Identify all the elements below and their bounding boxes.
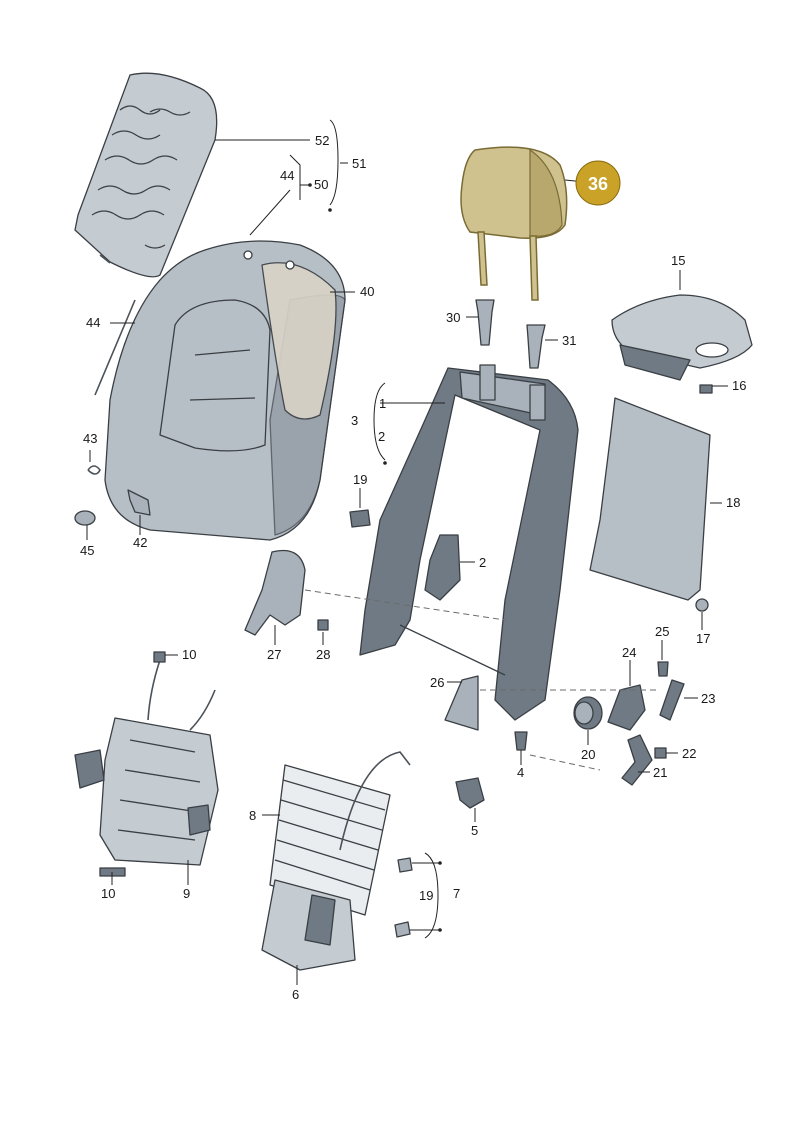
handle-23-part [659,679,685,721]
trim-panel-15-part [611,294,753,381]
callout-31: 31 [562,333,576,348]
clip-43-part [87,465,101,475]
callout-44-left: 44 [86,315,100,330]
callout-40: 40 [360,284,374,299]
callout-labels: 52 51 44 50 40 44 43 45 42 30 31 15 16 1… [80,133,746,1002]
back-panel-18-part [589,397,711,601]
callout-10-top: 10 [182,647,196,662]
callout-2-frame: 2 [378,429,385,444]
assembly-line-1 [304,589,506,621]
callout-21: 21 [653,765,667,780]
callout-45: 45 [80,543,94,558]
leader-dots [308,183,442,932]
callout-28: 28 [316,647,330,662]
callout-26: 26 [430,675,444,690]
callout-3: 3 [351,413,358,428]
callout-15: 15 [671,253,685,268]
knob-20-part [573,696,603,730]
callout-23: 23 [701,691,715,706]
callout-5: 5 [471,823,478,838]
screw-10a-part [153,651,166,663]
lever-21-part [621,734,653,786]
callout-18: 18 [726,495,740,510]
lumbar-plate-6-part [261,879,356,971]
callout-16: 16 [732,378,746,393]
badge-label: 36 [588,174,608,194]
callout-7: 7 [453,886,460,901]
foam-pad-part [74,72,218,278]
callout-4: 4 [517,765,524,780]
callout-17: 17 [696,631,710,646]
clip-5-part [455,777,485,809]
callout-badge: 36 [564,160,621,206]
callout-27: 27 [267,647,281,662]
badge-circle [575,160,621,206]
lumbar-mat-8-part [269,751,411,916]
callout-43: 43 [83,431,97,446]
callout-2-recliner: 2 [479,555,486,570]
callout-10-bottom: 10 [101,886,115,901]
callout-25: 25 [655,624,669,639]
bracket-42-part [127,489,151,516]
screw-16-part [699,384,713,394]
assembly-line-3 [529,754,601,771]
callout-24: 24 [622,645,636,660]
headrest-part [460,146,568,301]
callout-30: 30 [446,310,460,325]
seat-base-9-part [74,659,219,866]
wire-rod-part [94,299,136,396]
headrest-guide-30-part [475,299,495,346]
callout-52: 52 [315,133,329,148]
callout-50: 50 [314,177,328,192]
clip-19a-part [349,509,371,528]
callout-44-top: 44 [280,168,294,183]
spring-7b-part [394,921,411,938]
callout-19-top: 19 [353,472,367,487]
callout-22: 22 [682,746,696,761]
callout-20: 20 [581,747,595,762]
screw-22-part [654,747,667,759]
spring-7a-part [397,857,413,873]
recliner-2-part [424,534,461,601]
callout-51: 51 [352,156,366,171]
headrest-guide-31-part [526,324,546,369]
backrest-frame-part [359,364,579,721]
callout-19-bottom: 19 [419,888,433,903]
callout-9: 9 [183,886,190,901]
side-bracket-27-part [244,549,306,636]
adjuster-24-part [607,684,646,731]
backrest-cover-part [104,240,346,541]
push-button-45-part [74,510,96,526]
callout-42: 42 [133,535,147,550]
screw-28-part [317,619,329,631]
leader-lines [86,119,728,985]
pin-25-part [657,661,669,677]
callout-6: 6 [292,987,299,1002]
nut-17-part [695,598,709,612]
callout-1: 1 [379,396,386,411]
callout-8: 8 [249,808,256,823]
side-cover-26-part [444,675,479,731]
screw-4-part [514,731,528,751]
